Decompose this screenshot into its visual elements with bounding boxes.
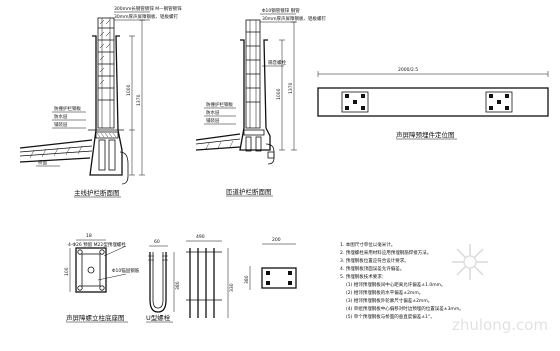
u-bolt-view: 60 380 U型螺栓 (146, 239, 181, 323)
ramp-top-note-1: Φ10钢管镀锌 钢管 (262, 7, 300, 14)
main-post (97, 17, 115, 129)
column-note-1: 4-Φ26 预留 M22型预埋螺栓 (68, 241, 126, 248)
watermark-text: zhulong.com (452, 316, 548, 334)
embed-plan-title: 声屏障预埋件定位图 (396, 130, 455, 139)
column-dim-side: 100 (64, 267, 70, 276)
column-note-2: Φ10锚固钢筋 (112, 267, 140, 274)
ramp-post (245, 19, 261, 129)
anchor-dim-side: 330 (229, 283, 235, 292)
embed-plan-view: 2000/2.5 声屏障预埋件定位图 (317, 67, 549, 140)
plate-detail-view: 200 380 (244, 237, 297, 290)
main-deck-slab (19, 139, 93, 163)
general-notes: 1. 本图尺寸单位以毫米计。 2. 预埋螺栓采用材料应用预埋钢筋焊接方法。 3.… (340, 241, 464, 320)
ramp-dim-v1: 1000 (276, 88, 282, 100)
main-section-title: 主线护栏断面图 (74, 188, 120, 197)
main-barrier-outline (89, 35, 123, 176)
main-dim-v1: 1000 (126, 84, 132, 96)
main-left-note-2: 防水层 (54, 113, 68, 120)
ramp-leaders (204, 13, 296, 125)
ramp-left-note-2: 防水层 (206, 109, 220, 116)
u-bolt-dim-side: 380 (175, 281, 181, 290)
note-item-10: (5) 单个预埋钢板与桥面的垂直度偏差±1°。 (346, 313, 435, 320)
main-left-note-3: 铺装层 (54, 121, 68, 128)
embed-plate-left (341, 91, 369, 113)
embed-plate-right (485, 91, 513, 113)
column-base-view: 18 100 4-Φ26 预留 M22型预埋螺栓 Φ10锚固钢筋 声屏障螺立柱底… (64, 233, 140, 323)
note-item-3: 3. 预埋钢板位置应符合设计要求。 (340, 257, 409, 264)
embed-dim-top: 2000/2.5 (398, 67, 418, 73)
ramp-left-note-3: 铺装层 (206, 117, 220, 124)
note-item-6: (1) 相邻预埋钢板间中心距离允许偏差±1.0mm。 (346, 281, 446, 288)
note-item-7: (2) 相邻预埋钢板的水平偏差±2mm。 (346, 289, 423, 296)
ramp-dim-v2: 1370 (288, 82, 294, 94)
note-item-1: 1. 本图尺寸单位以毫米计。 (340, 241, 395, 248)
plate-dim-top: 200 (272, 237, 281, 243)
column-dim-top: 18 (86, 233, 92, 239)
ramp-mid-note: 隔音螺栓 (268, 59, 286, 66)
main-left-note-1: 防撞护栏钢板 (54, 105, 81, 112)
main-base-plate (95, 131, 119, 171)
note-item-8: (3) 相邻预埋钢板外轮廓尺寸偏差±2mm。 (346, 297, 432, 304)
main-drip-hook (119, 151, 129, 185)
ramp-barrier-outline (239, 39, 271, 151)
embed-beam (317, 87, 549, 117)
u-bolt-dim-top: 60 (154, 239, 160, 245)
note-item-4: 4. 预埋钢板顶面误差允许偏差。 (340, 265, 404, 272)
main-top-note-2: 30mm厚声屏障钢板、铝板螺钉 (114, 13, 178, 20)
main-deck-note: 桥面 (38, 159, 47, 166)
u-bolt-title: U型螺栓 (146, 313, 171, 322)
ramp-guardrail-section: 1000 1370 Φ10钢管镀锌 钢管 30mm厚声屏障钢板、铝板螺钉 防撞护… (195, 7, 326, 197)
watermark-logo: zhulong.com (452, 244, 548, 334)
ramp-section-title: 匝道护栏断面图 (226, 187, 272, 196)
main-dimensions: 1000 1370 (126, 19, 145, 176)
column-base-plate (75, 247, 107, 293)
ramp-deck-slab (195, 133, 241, 151)
main-dim-v2: 1370 (136, 94, 142, 106)
main-guardrail-section: 1000 1370 300mm长钢管镀锌 M—钢管镀锌 30mm厚声屏障钢板、铝… (19, 5, 182, 198)
anchor-bolts-view: 490 330 (186, 234, 235, 318)
note-item-5: 5. 预埋钢板技术要求： (340, 273, 386, 280)
main-top-note-1: 300mm长钢管镀锌 M—钢管镀锌 (114, 5, 182, 12)
column-base-title: 声屏障螺立柱底座图 (66, 313, 125, 322)
note-item-9: (4) 单组预埋钢板中心偏移对时边预埋的位置误差±3mm。 (346, 305, 464, 312)
ramp-top-note-2: 30mm厚声屏障钢板、铝板螺钉 (262, 15, 326, 22)
u-bolt-shape (149, 252, 167, 313)
anchor-dim-top: 490 (196, 234, 205, 240)
ramp-dimensions: 1000 1370 (276, 21, 297, 151)
ramp-left-note-1: 防撞护栏钢板 (206, 101, 233, 108)
main-leaders (36, 11, 150, 167)
note-item-2: 2. 预埋螺栓采用材料应用预埋钢筋焊接方法。 (340, 249, 431, 256)
ramp-base-plate (243, 129, 265, 152)
plate-dim-side: 380 (244, 275, 250, 284)
